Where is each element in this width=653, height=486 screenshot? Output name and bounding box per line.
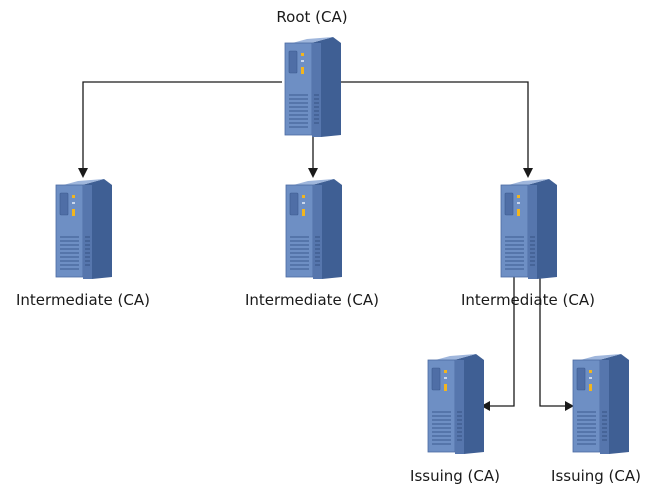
server-icon: [55, 178, 113, 280]
arrowhead-intermediate-2: [308, 168, 318, 178]
root-ca-node: Root (CA): [276, 8, 348, 138]
intermediate-ca-node-2: Intermediate (CA): [245, 178, 379, 309]
connectors: [78, 81, 574, 411]
root-ca-label: Root (CA): [276, 8, 347, 26]
arrowhead-issuing-1: [481, 401, 490, 411]
arrowhead-issuing-2: [565, 401, 574, 411]
server-icon: [284, 36, 342, 138]
intermediate-ca-node-1: Intermediate (CA): [16, 178, 150, 309]
arrowhead-intermediate-1: [78, 168, 88, 178]
server-icon: [572, 353, 630, 455]
intermediate-ca-label: Intermediate (CA): [245, 291, 379, 309]
issuing-ca-node-1: Issuing (CA): [410, 353, 500, 485]
connector-root-to-intermediate-1: [82, 81, 282, 170]
arrowhead-intermediate-3: [523, 168, 533, 178]
connector-root-to-intermediate-3: [340, 81, 529, 170]
connector-intermediate-3-to-issuing-2: [539, 276, 565, 407]
issuing-ca-label: Issuing (CA): [410, 467, 500, 485]
server-icon: [285, 178, 343, 280]
issuing-ca-label: Issuing (CA): [551, 467, 641, 485]
server-icon: [427, 353, 485, 455]
intermediate-ca-label: Intermediate (CA): [461, 291, 595, 309]
intermediate-ca-node-3: Intermediate (CA): [461, 178, 595, 309]
issuing-ca-node-2: Issuing (CA): [551, 353, 641, 485]
server-icon: [500, 178, 558, 280]
intermediate-ca-label: Intermediate (CA): [16, 291, 150, 309]
connector-intermediate-3-to-issuing-1: [490, 276, 515, 407]
